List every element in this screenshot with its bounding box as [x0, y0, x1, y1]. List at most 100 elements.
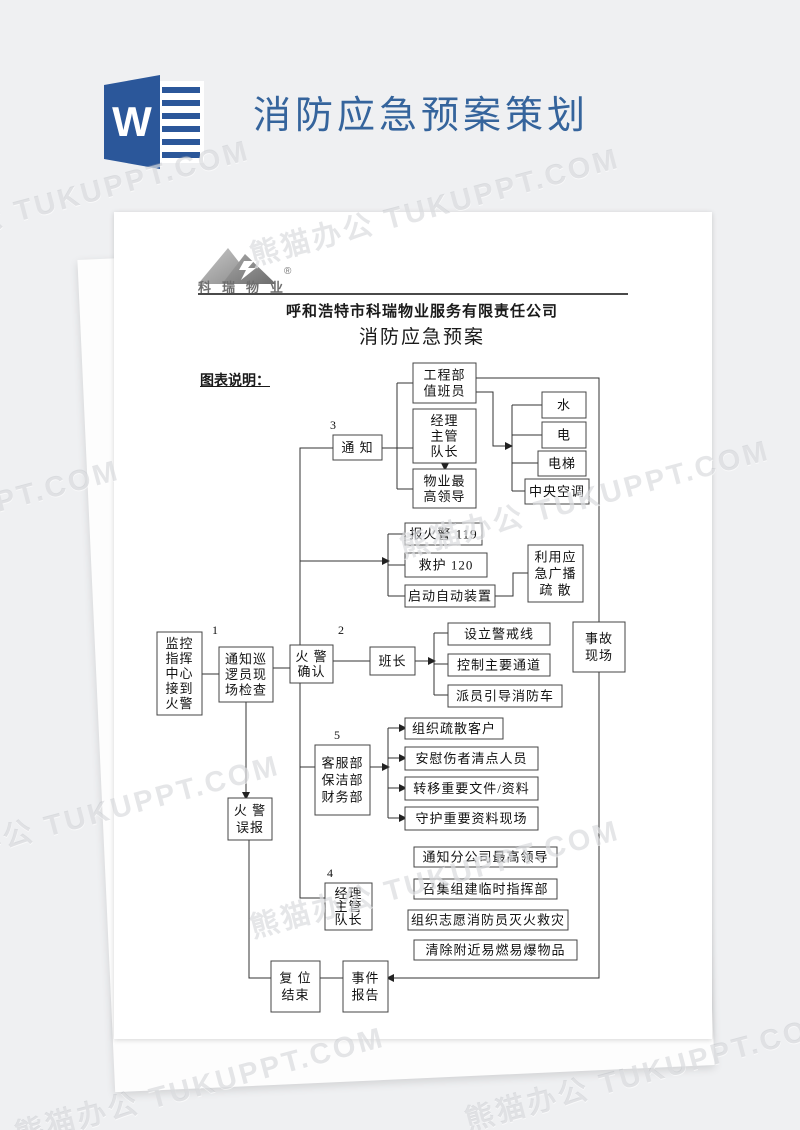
- flowchart-node-volunteer-firefighters: 组织志愿消防员灭火救灾: [407, 909, 569, 931]
- flowchart-node-label: 复 位: [279, 971, 311, 986]
- flowchart-node-label: 值班员: [423, 384, 465, 399]
- flowchart-node-label: 现场: [585, 648, 613, 663]
- company-logo-icon: [198, 248, 276, 284]
- flowchart-node-control-passage: 控制主要通道: [447, 653, 551, 677]
- flowchart-node-comfort-injured: 安慰伤者清点人员: [404, 746, 539, 771]
- flowchart-node-transfer-files: 转移重要文件/资料: [404, 776, 539, 801]
- flowchart-node-notify-branch-leader: 通知分公司最高领导: [413, 846, 558, 868]
- flowchart-connector: [495, 572, 528, 597]
- flowchart-node-label: 启动自动装置: [408, 589, 492, 604]
- flowchart-node-guide-truck: 派员引导消防车: [447, 684, 563, 708]
- word-icon-lines: [162, 87, 200, 158]
- flowchart-node-call-119: 报火警 119: [404, 522, 483, 546]
- word-icon-letter: W: [112, 98, 152, 145]
- flowchart-node-cordon: 设立警戒线: [447, 622, 551, 646]
- flowchart-node-label: 火警: [165, 696, 193, 711]
- registered-mark: ®: [284, 266, 292, 277]
- flowchart-node-label: 主管: [334, 899, 362, 914]
- flowchart-node-auto-device: 启动自动装置: [404, 584, 496, 608]
- flowchart-node-notify: 通 知: [332, 434, 383, 461]
- company-logo-text: 科瑞物业: [198, 280, 295, 295]
- flowchart-connector: [248, 840, 271, 979]
- word-icon-page: [158, 81, 204, 163]
- flowchart-node-label: 监控: [165, 636, 193, 651]
- flowchart-node-guard-files: 守护重要资料现场: [404, 806, 539, 831]
- flowchart-node-label: 控制主要通道: [457, 658, 541, 673]
- flowchart-node-label: 派员引导消防车: [456, 689, 554, 704]
- flowchart-node-label: 队长: [334, 912, 362, 927]
- flowchart-node-call-120: 救护 120: [404, 552, 488, 578]
- flowchart-node-label: 班长: [378, 654, 406, 669]
- flowchart-node-label: 火 警: [295, 649, 327, 664]
- flowchart-node-label: 主管: [430, 429, 458, 444]
- flowchart-node-label: 组织志愿消防员灭火救灾: [411, 913, 565, 928]
- flowchart-connector: [476, 377, 600, 622]
- flowchart-node-setup-temp-hq: 召集组建临时指挥部: [413, 878, 558, 900]
- flowchart-node-label: 召集组建临时指挥部: [422, 882, 548, 897]
- flowchart-node-fire-confirm: 火 警确认: [289, 644, 334, 684]
- flowchart-connector: [476, 391, 513, 450]
- page-title[interactable]: 消防应急预案策划: [253, 95, 590, 137]
- flowchart-node-label: 利用应: [534, 550, 576, 565]
- section-label: 图表说明：: [200, 374, 270, 389]
- flowchart-node-label: 疏 散: [539, 582, 571, 597]
- flowchart-node-label: 事件: [351, 971, 379, 986]
- document-page: ® 科瑞物业 呼和浩特市科瑞物业服务有限责任公司 消防应急预案 图表说明： 通 …: [114, 212, 712, 1039]
- flowchart-node-false-alarm: 火 警误报: [227, 797, 273, 841]
- flowchart-node-label: 误报: [236, 820, 264, 835]
- flowchart-connector: [386, 672, 600, 982]
- flowchart-node-label: 水: [557, 398, 571, 413]
- flowchart-node-label: 高领导: [423, 489, 465, 504]
- logo-lightning-icon: [239, 261, 256, 280]
- flowchart-node-label: 中央空调: [529, 484, 585, 499]
- flowchart-node-label: 通知分公司最高领导: [422, 850, 548, 865]
- flowchart-node-label: 物业最: [423, 473, 465, 488]
- flowchart-node-water: 水: [541, 391, 587, 419]
- step-number: 4: [327, 866, 333, 880]
- flowchart-node-label: 队长: [430, 444, 458, 459]
- flowchart-node-label: 场检查: [225, 683, 267, 698]
- flowchart-node-label: 逻员现: [225, 667, 267, 682]
- flowchart-node-label: 电梯: [548, 456, 576, 471]
- flowchart-node-label: 财务部: [321, 790, 363, 805]
- step-number: 1: [212, 623, 218, 637]
- flowchart-node-reset-end: 复 位结束: [270, 960, 321, 1013]
- flowchart-node-label: 清除附近易燃易爆物品: [425, 943, 565, 958]
- flowchart-node-label: 客服部: [321, 756, 363, 771]
- flowchart-node-squad-leader: 班长: [369, 646, 416, 676]
- document-title: 消防应急预案: [358, 327, 485, 348]
- flowchart-node-label: 确认: [297, 664, 325, 679]
- word-icon-cover: [104, 75, 160, 169]
- flowchart-node-label: 事故: [585, 631, 613, 646]
- flowchart-node-label: 接到: [165, 681, 193, 696]
- flowchart-node-label: 救护 120: [419, 558, 474, 573]
- flowchart-node-label: 急广播: [534, 566, 576, 581]
- flowchart-node-label: 通知巡: [225, 651, 267, 666]
- word-icon: W: [104, 75, 204, 169]
- step-number: 3: [330, 418, 336, 432]
- step-number: 2: [338, 623, 344, 637]
- flowchart-node-label: 转移重要文件/资料: [413, 781, 530, 796]
- flowchart-node-central-ac: 中央空调: [524, 478, 590, 505]
- company-name: 呼和浩特市科瑞物业服务有限责任公司: [285, 304, 558, 320]
- document-page-content: ® 科瑞物业 呼和浩特市科瑞物业服务有限责任公司 消防应急预案 图表说明： 通 …: [112, 208, 712, 1038]
- step-number: 5: [334, 728, 340, 742]
- flowchart-node-remove-flammables: 清除附近易燃易爆物品: [413, 939, 578, 961]
- flowchart-node-label: 设立警戒线: [464, 627, 534, 642]
- flowchart-node-label: 结束: [281, 988, 309, 1003]
- flowchart-node-label: 通 知: [341, 440, 373, 455]
- header-rule: [198, 293, 628, 295]
- flowchart-node-label: 经理: [430, 413, 458, 428]
- flowchart-node-label: 守护重要资料现场: [415, 811, 527, 826]
- site-header: W 消防应急预案策划: [0, 0, 800, 190]
